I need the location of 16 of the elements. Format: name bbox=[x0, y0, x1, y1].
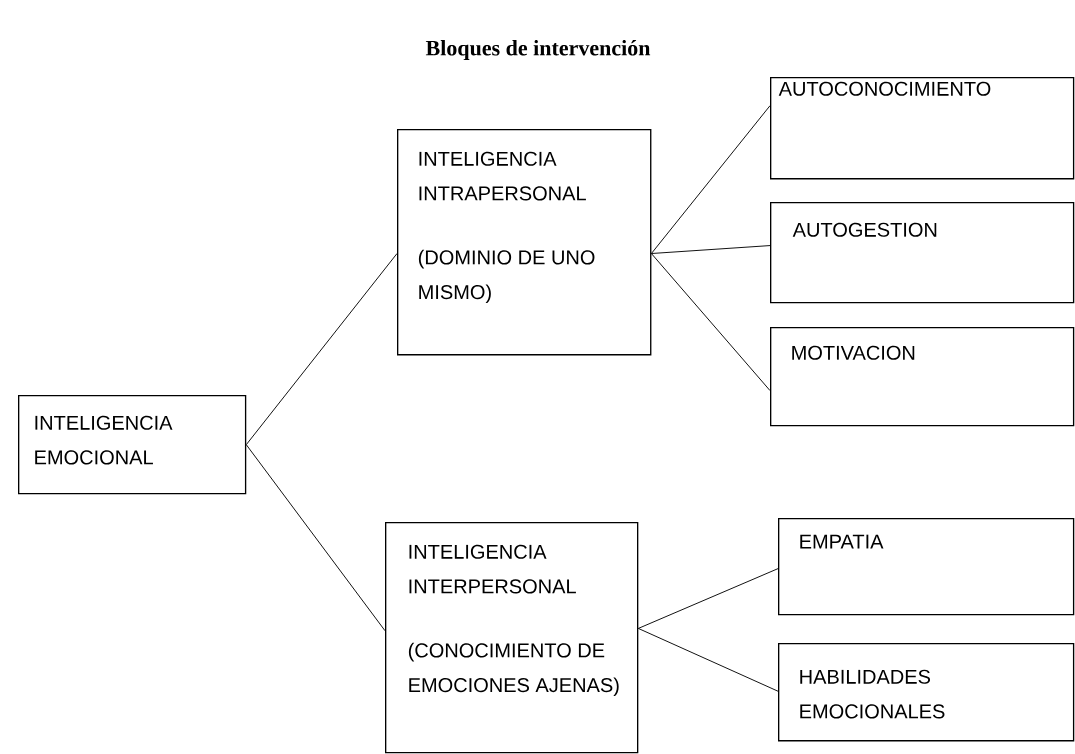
process-box: INTELIGENCIA INTERPERSONAL (CONOCIMIENTO DE EMOCIONES AJENAS) bbox=[385, 522, 639, 754]
connector-line bbox=[637, 568, 779, 629]
process-box: MOTIVACION bbox=[770, 327, 1075, 427]
process-box: HABILIDADES EMOCIONALES bbox=[778, 643, 1075, 742]
process-box: INTELIGENCIA EMOCIONAL bbox=[18, 395, 247, 495]
connector-line bbox=[650, 245, 771, 254]
connector-line bbox=[637, 627, 779, 692]
process-box: INTELIGENCIA INTRAPERSONAL (DOMINIO DE UNO MISMO) bbox=[397, 129, 652, 356]
connector-line bbox=[650, 253, 771, 392]
process-box: EMPATIA bbox=[778, 518, 1075, 616]
connector-line bbox=[650, 105, 771, 254]
connector-line bbox=[245, 253, 398, 446]
connector-line bbox=[245, 444, 386, 632]
process-box: AUTOGESTION bbox=[770, 202, 1075, 304]
process-box: AUTOCONOCIMIENTO bbox=[770, 77, 1075, 180]
title: Bloques de intervención bbox=[425, 40, 651, 60]
